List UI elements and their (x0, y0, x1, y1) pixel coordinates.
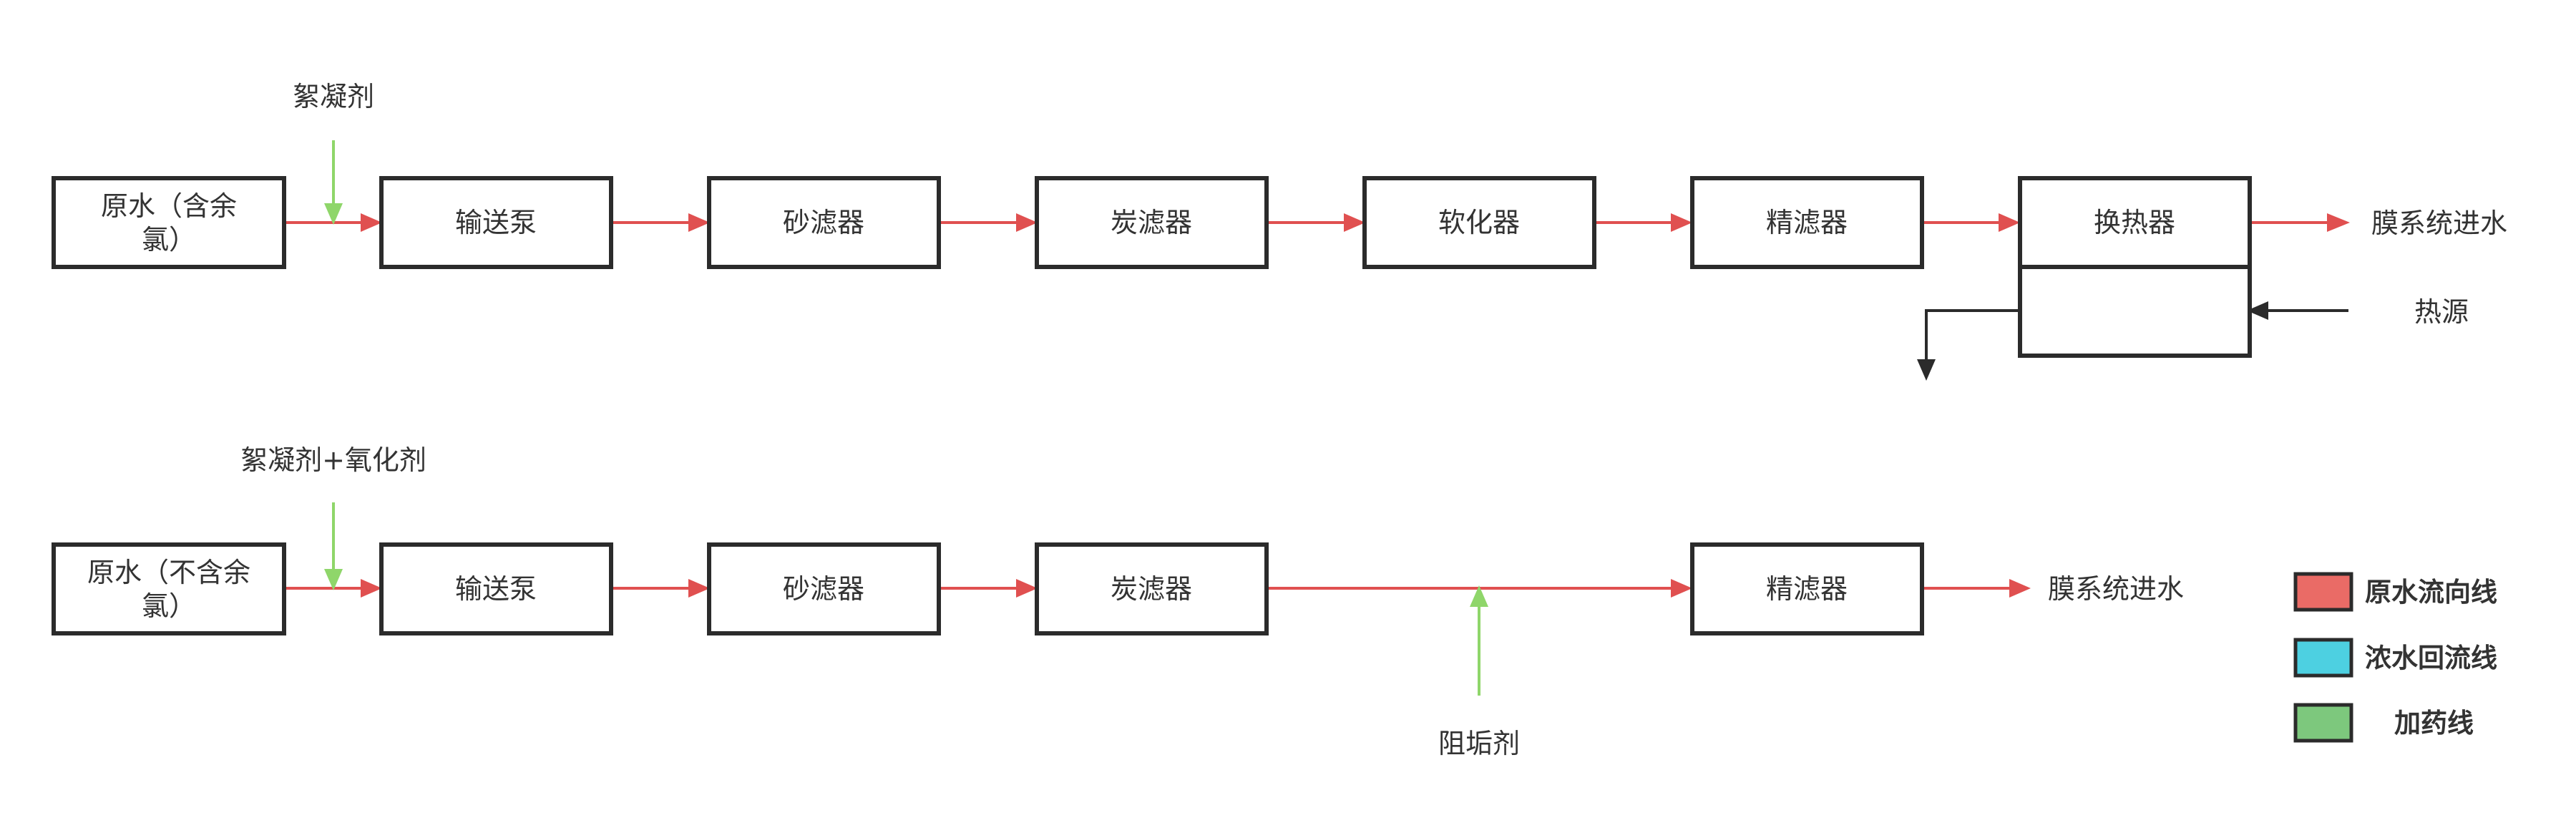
heat-source-line (2247, 301, 2348, 320)
row1-pump-box: 输送泵 (379, 176, 613, 269)
antiscalant-label: 阻垢剂 (1438, 728, 1520, 759)
row2-flow-lines (284, 579, 2031, 598)
row1-sand-filter-box: 砂滤器 (707, 176, 941, 269)
row1-dosing-line (324, 140, 343, 225)
heat-outlet-line (1917, 309, 2021, 381)
legend-swatch-raw-water (2293, 572, 2353, 612)
row1-heat-exchanger-box: 换热器 (2018, 176, 2252, 358)
row1-pump-label: 输送泵 (455, 207, 537, 238)
row2-source-label-line2: 氯） (142, 590, 196, 622)
row1-sand-filter-label: 砂滤器 (783, 207, 864, 238)
row1-source-box: 原水（含余 氯） (52, 176, 286, 269)
row2-source-label-line1: 原水（不含余 (87, 557, 250, 588)
row1-heat-exchanger-label: 换热器 (2094, 207, 2175, 238)
row1-dosing-label: 絮凝剂 (293, 81, 374, 112)
row2-dosing-line (324, 502, 343, 590)
row2-fine-filter-box: 精滤器 (1690, 542, 1924, 635)
row1-softener-box: 软化器 (1362, 176, 1596, 269)
antiscalant-dosing-line (1470, 585, 1488, 696)
row2-pump-label: 输送泵 (455, 573, 537, 605)
heat-source-label: 热源 (2414, 296, 2469, 328)
row2-outlet-label: 膜系统进水 (2048, 573, 2184, 605)
row1-source-label-line1: 原水（含余 (101, 190, 237, 222)
row1-softener-label: 软化器 (1438, 207, 1520, 238)
row1-flow-lines (284, 213, 2350, 232)
row1-carbon-filter-box: 炭滤器 (1035, 176, 1269, 269)
row1-heat-exchanger-lower-box (2018, 265, 2252, 358)
row2-carbon-filter-label: 炭滤器 (1111, 573, 1192, 605)
legend-swatch-concentrate-return (2293, 638, 2353, 678)
legend-swatch-dosing (2293, 703, 2353, 743)
row1-source-label-line2: 氯） (142, 224, 196, 255)
legend-label-raw-water: 原水流向线 (2365, 577, 2497, 608)
legend: 原水流向线 浓水回流线 加药线 (2293, 572, 2497, 743)
row2-pump-box: 输送泵 (379, 542, 613, 635)
row2-source-box: 原水（不含余 氯） (52, 542, 286, 635)
row1-outlet-label: 膜系统进水 (2371, 208, 2507, 239)
legend-item-concentrate-return: 浓水回流线 (2293, 638, 2497, 678)
row1-fine-filter-box: 精滤器 (1690, 176, 1924, 269)
legend-item-dosing: 加药线 (2293, 703, 2474, 743)
legend-label-dosing: 加药线 (2394, 708, 2474, 739)
legend-item-raw-water: 原水流向线 (2293, 572, 2497, 612)
legend-label-concentrate-return: 浓水回流线 (2365, 643, 2497, 673)
row2-carbon-filter-box: 炭滤器 (1035, 542, 1269, 635)
row2-sand-filter-label: 砂滤器 (783, 573, 864, 605)
row1-fine-filter-label: 精滤器 (1766, 207, 1848, 238)
row2-dosing-label: 絮凝剂+氧化剂 (240, 444, 426, 476)
row1-carbon-filter-label: 炭滤器 (1111, 207, 1192, 238)
row2-sand-filter-box: 砂滤器 (707, 542, 941, 635)
row2-fine-filter-label: 精滤器 (1766, 573, 1848, 605)
